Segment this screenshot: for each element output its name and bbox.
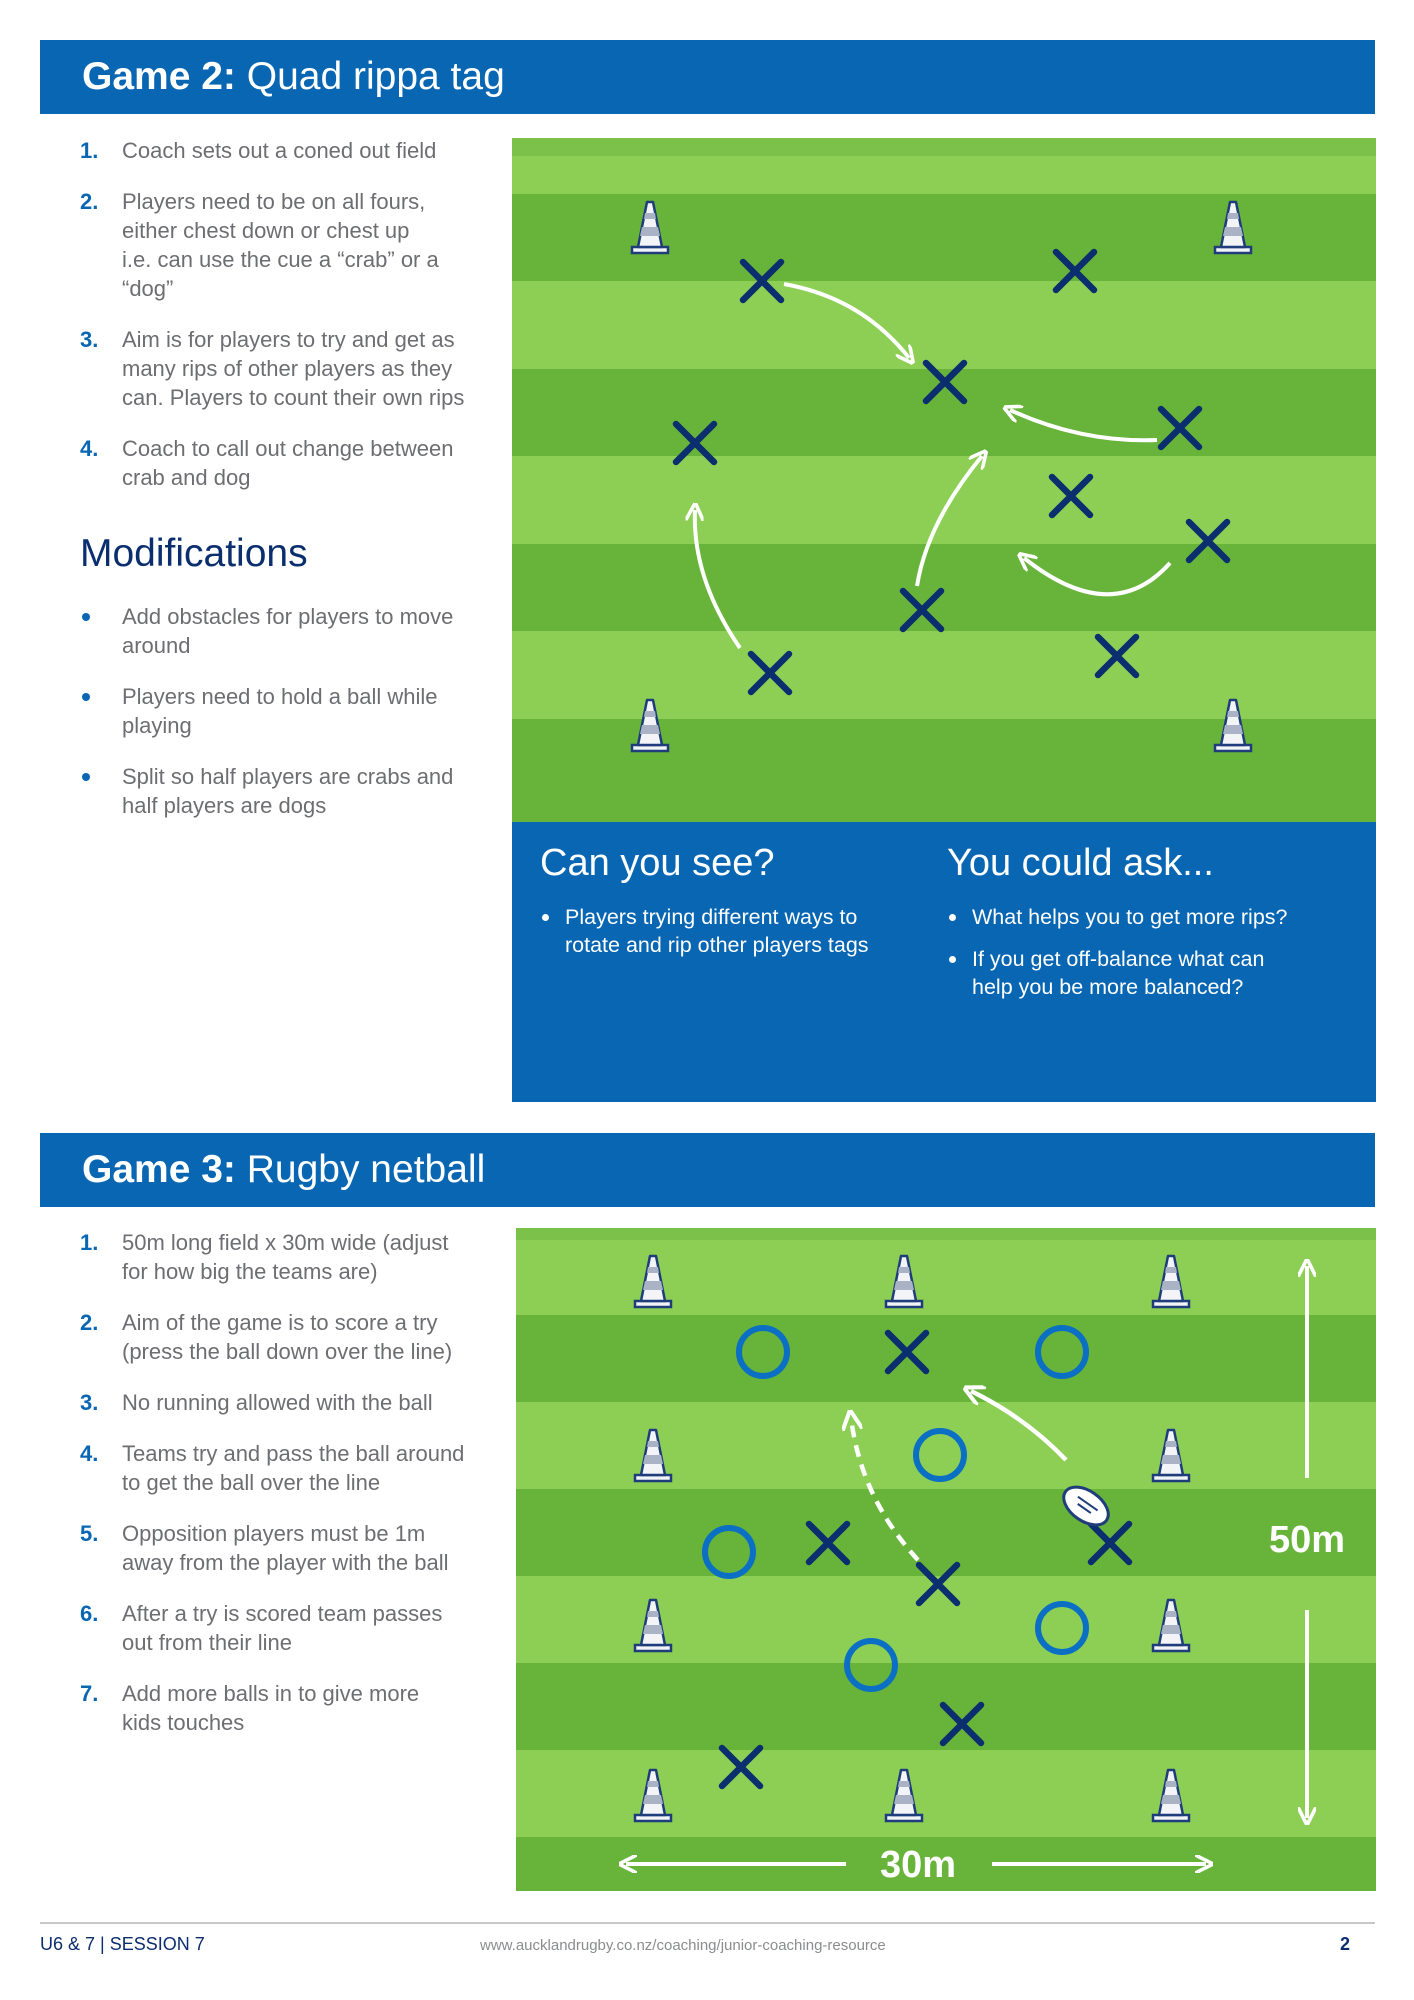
- game2-info-box: Can you see? Players trying different wa…: [512, 822, 1376, 1102]
- game2-title: Game 2: Quad rippa tag: [82, 55, 505, 98]
- game2-step: 2.Players need to be on all fours,either…: [80, 189, 439, 301]
- arrow-icon: [1010, 410, 1158, 443]
- length-label: 50m: [1269, 1519, 1345, 1561]
- game3-banner: Game 3: Rugby netball: [40, 1133, 1375, 1207]
- arrow-icon: [971, 1391, 1068, 1462]
- arrow-icon: [915, 456, 982, 587]
- game3-step: 2.Aim of the game is to score a try(pres…: [80, 1310, 453, 1364]
- arrow-icon: [783, 282, 909, 358]
- arrow-icon: [851, 1418, 920, 1562]
- rugby-ball-icon: [1062, 1485, 1110, 1527]
- game3-title: Game 3: Rugby netball: [82, 1148, 486, 1191]
- you-could-ask-item: What helps you to get more rips?: [947, 903, 1367, 931]
- you-could-ask-title: You could ask...: [947, 842, 1214, 884]
- page-number: 2: [1340, 1934, 1351, 1954]
- arrow-icon: [1024, 558, 1172, 597]
- arrow-icon: [695, 510, 742, 650]
- footer-session-label: U6 & 7 | SESSION 7: [40, 1934, 205, 1954]
- game3-field-diagram: 50m 30m: [516, 1228, 1376, 1891]
- footer-divider: [40, 1922, 1375, 1924]
- game2-steps: 1.Coach sets out a coned out field 2.Pla…: [80, 136, 480, 492]
- game3-step: 3.No running allowed with the ball: [80, 1390, 433, 1415]
- game2-banner: Game 2: Quad rippa tag: [40, 40, 1375, 114]
- game2-step: 1.Coach sets out a coned out field: [80, 138, 437, 163]
- you-could-ask-section: You could ask... What helps you to get m…: [947, 842, 1367, 1015]
- width-label: 30m: [880, 1844, 956, 1886]
- can-you-see-section: Can you see? Players trying different wa…: [540, 842, 920, 973]
- footer-url[interactable]: www.aucklandrugby.co.nz/coaching/junior-…: [480, 1937, 886, 1954]
- game2-field-diagram: [512, 138, 1376, 822]
- can-you-see-title: Can you see?: [540, 842, 775, 884]
- modifications-title: Modifications: [80, 532, 308, 575]
